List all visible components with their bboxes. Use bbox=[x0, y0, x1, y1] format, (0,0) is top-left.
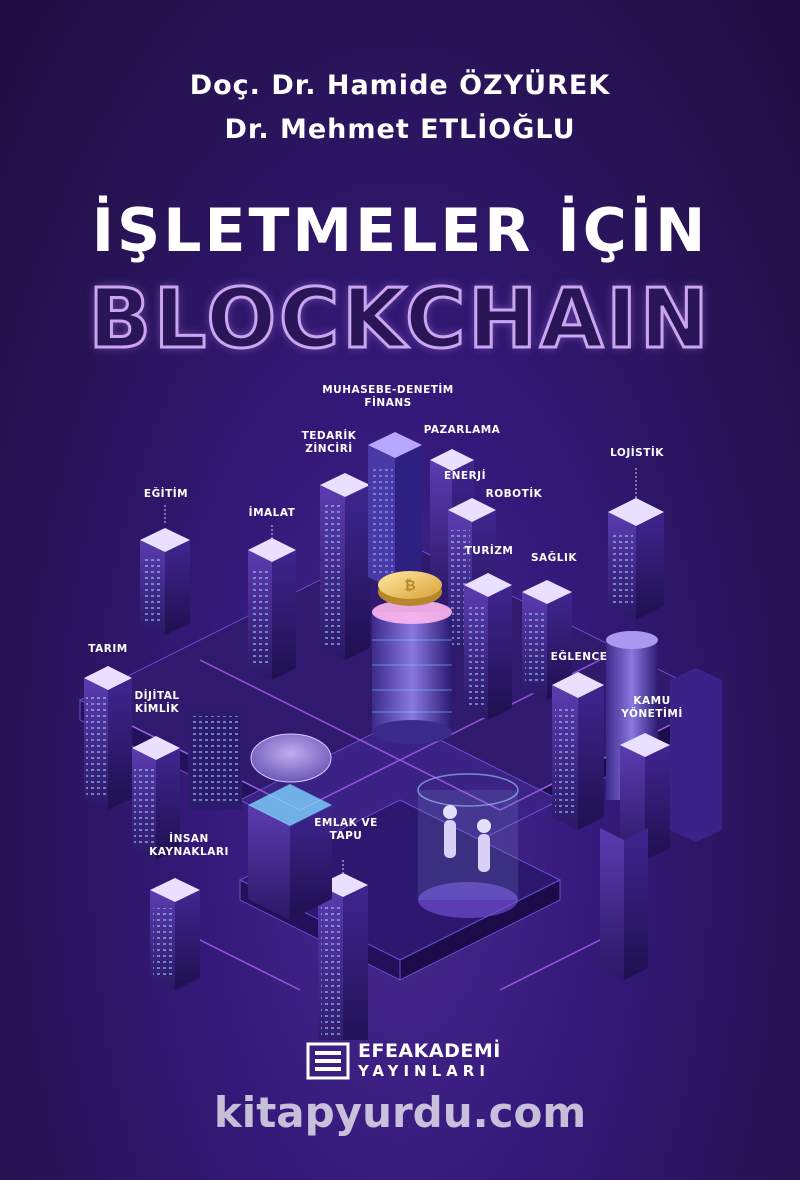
label-pazarlama: PAZARLAMA bbox=[423, 424, 501, 436]
publisher-name: EFEAKADEMİ bbox=[358, 1040, 501, 1062]
title-line-2: BLOCKCHAIN bbox=[87, 271, 712, 369]
label-robotik: ROBOTİK bbox=[485, 488, 543, 500]
label-emlak-ve-tapu: EMLAK VE TAPU bbox=[314, 817, 378, 842]
label-enerji: ENERJİ bbox=[443, 470, 487, 482]
label-tarim: TARIM bbox=[88, 643, 128, 655]
label-muhasebe-denetim-finans: MUHASEBE-DENETİM FİNANS bbox=[322, 384, 454, 409]
label-lojistik: LOJİSTİK bbox=[610, 447, 664, 459]
robot-hologram bbox=[417, 773, 519, 918]
label-egitim: EĞİTİM bbox=[143, 488, 189, 500]
svg-text:₿: ₿ bbox=[404, 578, 415, 594]
label-eglence: EĞLENCE bbox=[550, 651, 608, 663]
label-turizm: TURİZM bbox=[464, 545, 514, 557]
buildings bbox=[84, 432, 722, 1040]
brain-icon bbox=[250, 733, 332, 783]
label-kamu-yonetimi: KAMU YÖNETİMİ bbox=[621, 695, 683, 720]
author-1: Doç. Dr. Hamide ÖZYÜREK bbox=[189, 70, 611, 101]
label-imalat: İMALAT bbox=[248, 507, 296, 519]
bitcoin-icon: ₿ bbox=[378, 571, 442, 606]
label-saglik: SAĞLIK bbox=[530, 552, 578, 564]
isometric-city-illustration: ₿ bbox=[78, 432, 722, 1040]
label-dijital-kimlik: DİJİTAL KİMLİK bbox=[134, 690, 180, 715]
coin-stack bbox=[372, 600, 452, 744]
label-tedarik-zinciri: TEDARİK ZİNCİRİ bbox=[301, 430, 357, 455]
label-insan-kaynaklari: İNSAN KAYNAKLARI bbox=[149, 833, 229, 858]
efeakademi-logo-icon bbox=[306, 1042, 350, 1080]
publisher-logo: EFEAKADEMİ YAYINLARI bbox=[306, 1040, 516, 1084]
label-pointers bbox=[164, 468, 637, 873]
title-line-1: İŞLETMELER İÇİN bbox=[91, 196, 709, 266]
publisher-subtitle: YAYINLARI bbox=[358, 1062, 490, 1080]
author-2: Dr. Mehmet ETLİOĞLU bbox=[224, 114, 576, 145]
watermark: kitapyurdu.com bbox=[213, 1088, 587, 1137]
